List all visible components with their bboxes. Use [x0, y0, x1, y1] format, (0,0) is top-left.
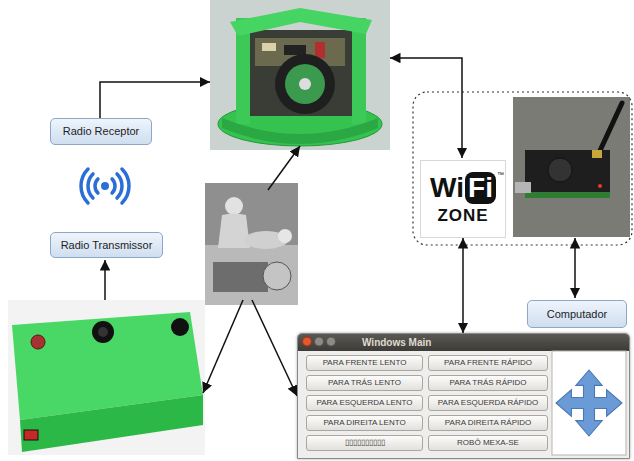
board-case	[525, 150, 610, 192]
command-button: PARA FRENTE LENTO	[306, 355, 423, 371]
radio-arc	[88, 174, 93, 198]
link-arrow	[268, 146, 300, 190]
link-arrow	[100, 82, 210, 118]
robot-pillar	[352, 18, 366, 124]
node-title: Radio Receptor	[63, 125, 139, 138]
command-button: PARA TRÁS RÁPIDO	[428, 375, 548, 391]
radio-arc	[81, 169, 88, 203]
node-title: PARA TRÁS LENTO	[328, 378, 401, 388]
window-close-button	[303, 337, 312, 346]
robot-wheel	[275, 54, 335, 114]
window-min-button	[315, 337, 324, 346]
radio-label-box: Radio Transmissor	[50, 232, 163, 258]
input-field: ▯▯▯▯▯▯▯▯▯▯	[306, 435, 423, 451]
command-button: ROBÔ MEXA-SE	[428, 435, 548, 451]
radio-dot	[101, 182, 109, 190]
robot-chip	[284, 45, 306, 55]
command-button: PARA ESQUERDA LENTO	[306, 395, 423, 411]
computer-label-box: Computador	[527, 300, 627, 328]
box-front	[20, 395, 203, 452]
direction-panel	[552, 351, 626, 455]
robot-frame	[230, 8, 372, 36]
node-title: PARA ESQUERDA LENTO	[316, 398, 412, 408]
box-knob-top	[98, 327, 108, 337]
robot-chip	[262, 43, 276, 51]
radio-arc	[112, 179, 115, 193]
robot-wheel-hub	[285, 64, 325, 104]
node-title: PARA ESQUERDA RÁPIDO	[438, 398, 538, 408]
kids-photo	[205, 183, 298, 305]
photo-ground	[210, 0, 390, 150]
robot-base-edge	[222, 118, 378, 144]
link-arrow	[104, 260, 106, 300]
photo-ground	[8, 300, 205, 455]
board-led	[598, 184, 602, 188]
direction-arrows-icon	[556, 370, 622, 436]
window-max-button	[327, 337, 336, 346]
radio-arc	[117, 174, 122, 198]
transmitter-box-photo	[8, 300, 205, 455]
node-text: ZONE	[421, 206, 505, 226]
radio-label-box: Radio Receptor	[50, 118, 152, 145]
photo-ground	[513, 97, 630, 237]
link-arrow	[462, 238, 464, 333]
command-button: PARA DIREITA RÁPIDO	[428, 415, 548, 431]
node-title: Windows Main	[298, 334, 629, 351]
robot-photo	[210, 0, 390, 150]
board-fan	[548, 158, 572, 182]
node-title: PARA TRÁS RÁPIDO	[449, 378, 526, 388]
box-knob	[171, 318, 189, 336]
child-head	[278, 229, 292, 243]
node-title: PARA FRENTE LENTO	[323, 358, 407, 368]
child-head	[225, 197, 243, 215]
network-region	[413, 92, 632, 245]
control-board	[213, 262, 268, 292]
radio-arc	[95, 179, 98, 193]
node-title: PARA DIREITA LENTO	[323, 418, 405, 428]
link-arrow	[574, 238, 576, 298]
computer-photo	[513, 97, 630, 237]
box-button	[31, 335, 45, 349]
board-pcb	[525, 192, 610, 198]
node-title: Computador	[547, 308, 608, 321]
wifi-antenna	[598, 103, 622, 155]
node-title: PARA FRENTE RÁPIDO	[444, 358, 532, 368]
link-arrow	[252, 300, 297, 396]
node-title: PARA DIREITA RÁPIDO	[445, 418, 531, 428]
node-text: Fi	[465, 172, 496, 204]
command-button: PARA FRENTE RÁPIDO	[428, 355, 548, 371]
wifi-logo: WiFiZONE	[420, 160, 506, 238]
toy-robot	[263, 262, 291, 290]
box-knob	[92, 321, 114, 343]
robot-chip	[315, 42, 325, 58]
radio-waves-icon	[81, 169, 129, 203]
usb-plug	[515, 182, 531, 193]
node-title: Wi	[430, 172, 464, 204]
node-title: Radio Transmissor	[61, 239, 153, 252]
command-button: PARA TRÁS LENTO	[306, 375, 423, 391]
command-button: PARA DIREITA LENTO	[306, 415, 423, 431]
command-button: PARA ESQUERDA RÁPIDO	[428, 395, 548, 411]
robot-wheel-axle	[299, 78, 311, 90]
photo-ground	[205, 183, 298, 305]
link-arrow	[203, 300, 243, 393]
node-title: ROBÔ MEXA-SE	[457, 438, 519, 448]
box-switch	[24, 430, 38, 440]
robot-body	[245, 30, 355, 116]
photo-floor	[205, 245, 298, 305]
node-title: ▯▯▯▯▯▯▯▯▯▯	[345, 438, 385, 448]
radio-arc	[122, 169, 129, 203]
antenna-connector	[592, 150, 602, 158]
trademark-mark: ™	[497, 171, 504, 179]
app-window: Windows MainPARA FRENTE LENTO PARA FRENTE…	[297, 333, 630, 459]
link-arrow	[390, 58, 462, 158]
